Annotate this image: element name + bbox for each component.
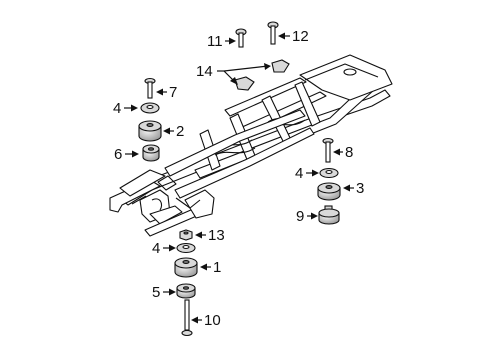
- svg-text:7: 7: [169, 84, 177, 101]
- svg-text:2: 2: [176, 123, 184, 140]
- bolt-part-8: [181, 299, 193, 337]
- svg-text:4: 4: [295, 165, 303, 182]
- washer-part-4a: [140, 102, 160, 114]
- callout-7: 9: [296, 208, 318, 225]
- lower-mount-part-5: [176, 283, 196, 299]
- bolt-part-9: [144, 77, 156, 99]
- callout-4-middle: 4: [295, 165, 319, 182]
- svg-text:5: 5: [152, 284, 160, 301]
- body-mount-part-2: [138, 120, 162, 142]
- svg-text:4: 4: [113, 100, 121, 117]
- callout-1: 1: [200, 259, 221, 276]
- washer-part-4b: [319, 167, 339, 179]
- callout-4-lower: 4: [152, 240, 176, 257]
- callout-9: 7: [156, 84, 177, 101]
- callout-11: 11: [207, 33, 236, 50]
- bracket-part-14: [234, 59, 290, 91]
- bolt-part-12: [267, 21, 279, 45]
- lower-insulator-part-7: [318, 205, 340, 225]
- svg-text:13: 13: [208, 227, 225, 244]
- callout-10: 8: [333, 144, 353, 161]
- svg-text:9: 9: [296, 208, 304, 225]
- svg-text:4: 4: [152, 240, 160, 257]
- svg-text:1: 1: [213, 259, 221, 276]
- bolt-part-11: [235, 28, 247, 48]
- svg-text:12: 12: [292, 28, 309, 45]
- callout-3: 3: [343, 180, 364, 197]
- callout-14: 14: [196, 63, 271, 85]
- body-mount-part-1: [174, 257, 198, 278]
- callout-5: 5: [152, 284, 176, 301]
- svg-text:14: 14: [196, 63, 213, 80]
- callout-2: 2: [163, 123, 184, 140]
- vehicle-frame: [109, 54, 393, 237]
- svg-text:11: 11: [207, 33, 223, 50]
- nut-part-13: [179, 229, 193, 241]
- bolt-part-10: [322, 137, 334, 163]
- svg-text:3: 3: [356, 180, 364, 197]
- callout-12: 12: [278, 28, 309, 45]
- callout-8: 10: [191, 312, 221, 329]
- svg-text:6: 6: [114, 146, 122, 163]
- callout-6: 6: [114, 146, 139, 163]
- svg-text:10: 10: [204, 312, 221, 329]
- callout-13: 13: [195, 227, 225, 244]
- lower-mount-part-6: [142, 144, 160, 162]
- washer-part-4c: [176, 242, 196, 254]
- svg-text:8: 8: [345, 144, 353, 161]
- body-mount-part-3: [317, 182, 341, 201]
- callout-4-upper: 4: [113, 100, 138, 117]
